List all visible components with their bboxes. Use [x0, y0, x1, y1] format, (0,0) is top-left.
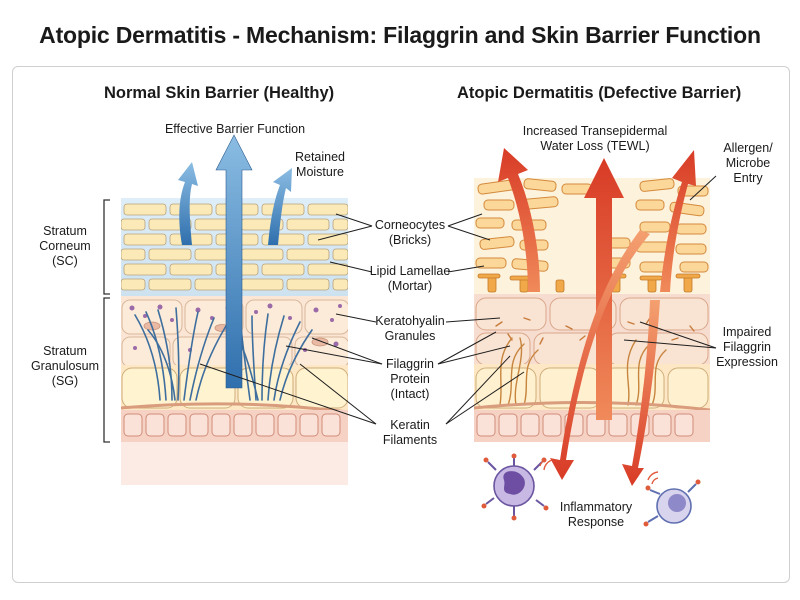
tewl-arrow-center — [584, 158, 624, 420]
tewl-arrow-left — [498, 148, 540, 292]
retained-moisture-label: Retained Moisture — [294, 150, 346, 179]
ad-dermal-cells — [476, 413, 694, 437]
allergen-entry-arrow-2 — [622, 300, 660, 486]
granulosum-cells — [121, 299, 348, 368]
effective-barrier-arrow — [215, 134, 253, 389]
effective-barrier-label: Effective Barrier Function — [164, 122, 306, 136]
ad-basement-membrane — [474, 400, 710, 412]
immune-cell-right — [643, 471, 701, 527]
leader-lines — [199, 175, 717, 425]
dermal-cells — [123, 413, 341, 437]
layer-brackets — [103, 199, 110, 443]
atopic-dermatitis-heading: Atopic Dermatitis (Defective Barrier) — [457, 84, 742, 102]
moisture-arrow-right — [268, 168, 292, 245]
keratin-filaments-left — [134, 307, 227, 401]
normal-skin-section — [121, 198, 348, 485]
tewl-label: Increased Transepidermal Water Loss (TEW… — [522, 124, 668, 153]
keratin-filaments-label: Keratin Filaments — [382, 418, 438, 447]
immune-cell-left — [481, 453, 553, 521]
corneocytes-label: Corneocytes (Bricks) — [374, 218, 446, 247]
basal-cells — [121, 367, 348, 409]
filaggrin-protein-label: Filaggrin Protein (Intact) — [386, 357, 434, 401]
basement-membrane — [121, 402, 348, 414]
moisture-arrow-left — [178, 162, 198, 245]
tewl-arrow-right — [660, 150, 696, 292]
normal-skin-heading: Normal Skin Barrier (Healthy) — [104, 84, 335, 102]
diagram-title: Atopic Dermatitis - Mechanism: Filaggrin… — [39, 22, 761, 48]
keratohyalin-granules-label: Keratohyalin Granules — [375, 314, 445, 343]
allergen-microbe-label: Allergen/ Microbe Entry — [723, 141, 773, 185]
tewl-arrows — [498, 148, 696, 486]
inflammatory-response-label: Inflammatory Response — [559, 500, 633, 529]
stratum-granulosum-label: Stratum Granulosum (SG) — [30, 344, 100, 388]
dermis-fade — [121, 442, 348, 485]
lipid-lamellae-label: Lipid Lamellae (Mortar) — [369, 264, 451, 293]
left-barrier-arrows — [178, 134, 292, 389]
sc-bracket — [103, 199, 110, 295]
sg-bracket — [103, 297, 110, 443]
stratum-corneum-label: Stratum Corneum (SC) — [39, 224, 91, 268]
impaired-filaggrin-label: Impaired Filaggrin Expression — [716, 325, 778, 369]
